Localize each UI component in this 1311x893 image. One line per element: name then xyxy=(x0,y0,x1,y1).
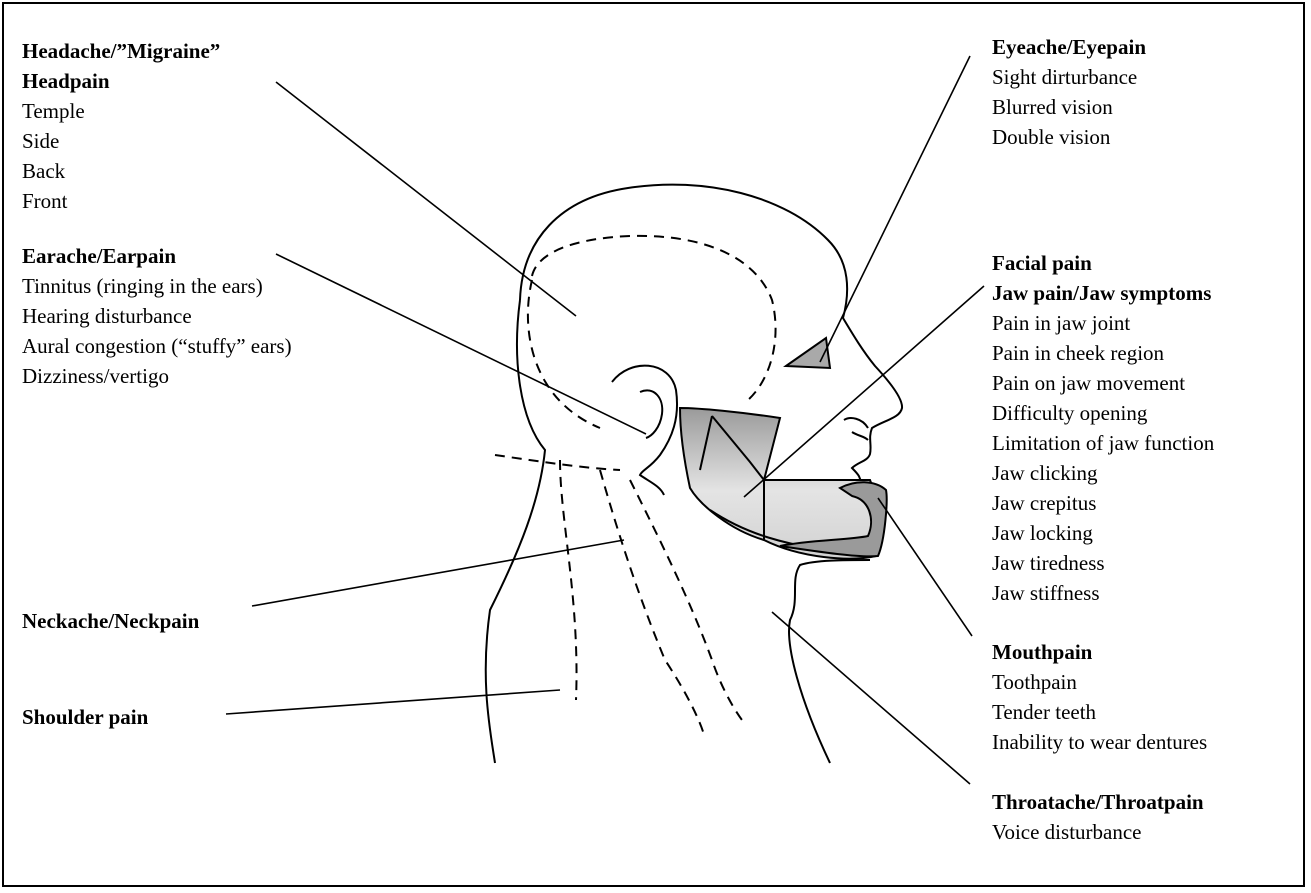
leader-earache xyxy=(276,254,646,434)
leader-eyeache xyxy=(820,56,970,362)
headache-heading-2: Headpain xyxy=(22,66,220,96)
facial-item: Jaw locking xyxy=(992,518,1214,548)
eyeache-group: Eyeache/Eyepain Sight dirturbance Blurre… xyxy=(992,32,1146,152)
headache-heading-1: Headache/”Migraine” xyxy=(22,36,220,66)
mouth-item: Toothpain xyxy=(992,667,1207,697)
facial-heading-1: Facial pain xyxy=(992,248,1214,278)
eyeache-heading: Eyeache/Eyepain xyxy=(992,32,1146,62)
earache-heading: Earache/Earpain xyxy=(22,241,292,271)
neckache-group: Neckache/Neckpain xyxy=(22,606,199,636)
mouth-heading: Mouthpain xyxy=(992,637,1207,667)
headache-item: Side xyxy=(22,126,220,156)
leader-facial xyxy=(744,286,984,497)
neckache-heading: Neckache/Neckpain xyxy=(22,606,199,636)
throat-item: Voice disturbance xyxy=(992,817,1204,847)
leader-mouth xyxy=(878,498,972,636)
eyeache-item: Sight dirturbance xyxy=(992,62,1146,92)
throat-group: Throatache/Throatpain Voice disturbance xyxy=(992,787,1204,847)
earache-item: Dizziness/vertigo xyxy=(22,361,292,391)
leader-neckache xyxy=(252,540,624,606)
mouth-item: Tender teeth xyxy=(992,697,1207,727)
facial-item: Difficulty opening xyxy=(992,398,1214,428)
earache-item: Hearing disturbance xyxy=(22,301,292,331)
eyeache-item: Blurred vision xyxy=(992,92,1146,122)
facial-item: Pain in cheek region xyxy=(992,338,1214,368)
facial-item: Limitation of jaw function xyxy=(992,428,1214,458)
facial-item: Pain on jaw movement xyxy=(992,368,1214,398)
eyeache-item: Double vision xyxy=(992,122,1146,152)
headache-item: Front xyxy=(22,186,220,216)
facial-item: Jaw stiffness xyxy=(992,578,1214,608)
leader-throat xyxy=(772,612,970,784)
throat-heading: Throatache/Throatpain xyxy=(992,787,1204,817)
earache-group: Earache/Earpain Tinnitus (ringing in the… xyxy=(22,241,292,391)
facial-item: Jaw tiredness xyxy=(992,548,1214,578)
facial-heading-2: Jaw pain/Jaw symptoms xyxy=(992,278,1214,308)
leader-headache xyxy=(276,82,576,316)
earache-item: Tinnitus (ringing in the ears) xyxy=(22,271,292,301)
facial-item: Jaw crepitus xyxy=(992,488,1214,518)
facial-item: Jaw clicking xyxy=(992,458,1214,488)
leader-shoulder xyxy=(226,690,560,714)
facial-item: Pain in jaw joint xyxy=(992,308,1214,338)
earache-item: Aural congestion (“stuffy” ears) xyxy=(22,331,292,361)
facial-group: Facial pain Jaw pain/Jaw symptoms Pain i… xyxy=(992,248,1214,608)
headache-item: Back xyxy=(22,156,220,186)
shoulder-group: Shoulder pain xyxy=(22,702,148,732)
shoulder-heading: Shoulder pain xyxy=(22,702,148,732)
mouth-item: Inability to wear dentures xyxy=(992,727,1207,757)
mouth-group: Mouthpain Toothpain Tender teeth Inabili… xyxy=(992,637,1207,757)
headache-group: Headache/”Migraine” Headpain Temple Side… xyxy=(22,36,220,216)
headache-item: Temple xyxy=(22,96,220,126)
